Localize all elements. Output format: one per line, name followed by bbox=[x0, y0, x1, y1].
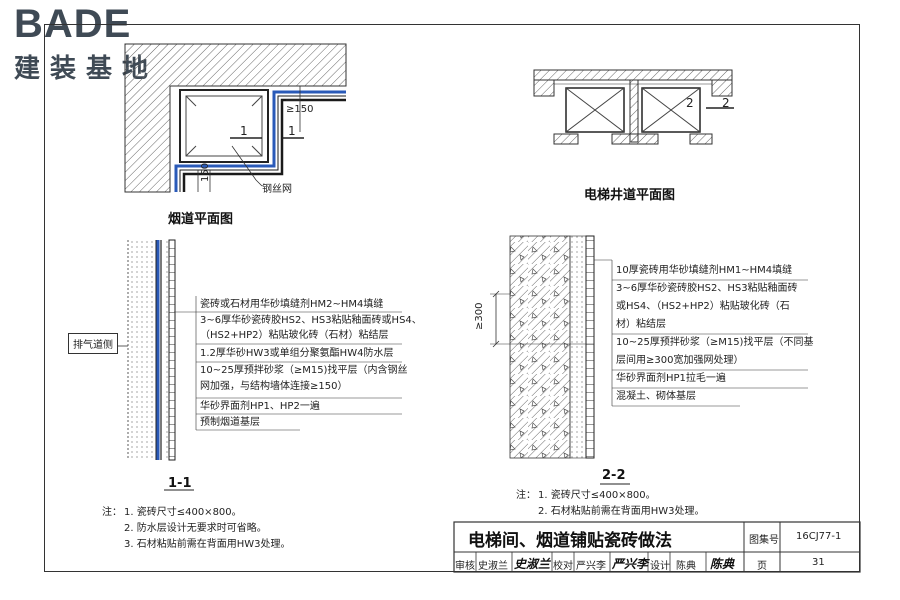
checker-name: 严兴李 bbox=[576, 561, 606, 572]
section-1-1-title: 1-1 bbox=[168, 476, 192, 491]
duct-side-label: 排气道侧 bbox=[68, 333, 118, 354]
layer-2-2-g: 华砂界面剂HP1拉毛一遍 bbox=[616, 373, 726, 384]
layer-1-1-d: 1.2厚华砂HW3或单组分聚氨酯HW4防水层 bbox=[200, 348, 394, 359]
drawing-title: 电梯间、烟道铺贴瓷砖做法 bbox=[468, 531, 672, 551]
layer-2-2-f: 层间用≥300宽加强网处理） bbox=[616, 355, 744, 366]
flue-plan-drawing bbox=[124, 43, 347, 193]
notes-left-item-2: 2. 防水层设计无要求时可省略。 bbox=[124, 523, 267, 534]
layer-1-1-a: 瓷砖或石材用华砂填缝剂HM2~HM4填缝 bbox=[200, 299, 384, 310]
design-label: 设计 bbox=[650, 561, 670, 572]
section-mark-2-right: 2 bbox=[722, 96, 730, 110]
notes-right: 注： 1. 瓷砖尺寸≤400×800。 2. 石材粘贴前需在背面用HW3处理。 bbox=[516, 488, 705, 520]
notes-right-label: 注： bbox=[516, 490, 536, 501]
layer-1-1-h: 预制烟道基层 bbox=[200, 417, 260, 428]
section-1-1-drawing bbox=[118, 239, 402, 491]
check-label: 校对 bbox=[553, 561, 573, 572]
notes-left-label: 注： bbox=[102, 507, 122, 518]
section-mark-2-left: 2 bbox=[686, 96, 694, 110]
atlas-number: 16CJ77-1 bbox=[796, 531, 842, 542]
section-mark-1-right: 1 bbox=[288, 124, 296, 138]
designer-signature: 陈典 bbox=[710, 557, 735, 571]
notes-left-item-1: 1. 瓷砖尺寸≤400×800。 bbox=[124, 507, 242, 518]
notes-right-item-1: 1. 瓷砖尺寸≤400×800。 bbox=[538, 490, 656, 501]
checker-signature: 严兴李 bbox=[612, 557, 649, 571]
shaft-plan-drawing bbox=[533, 69, 734, 145]
section-2-2-title: 2-2 bbox=[602, 468, 626, 483]
review-label: 审核 bbox=[455, 561, 475, 572]
designer-name: 陈典 bbox=[676, 561, 696, 572]
layer-2-2-c: 或HS4、（HS2+HP2）粘贴玻化砖（石 bbox=[616, 301, 790, 312]
section-2-2-dim: ≥300 bbox=[474, 302, 485, 330]
section-mark-1-left: 1 bbox=[240, 124, 248, 138]
flue-plan-title: 烟道平面图 bbox=[168, 212, 234, 227]
layer-1-1-b: 3~6厚华砂瓷砖胶HS2、HS3粘贴釉面砖或HS4、 bbox=[200, 315, 422, 326]
mesh-label: 钢丝网 bbox=[262, 184, 292, 195]
notes-left: 注： 1. 瓷砖尺寸≤400×800。 2. 防水层设计无要求时可省略。 3. … bbox=[102, 505, 291, 553]
page-number: 31 bbox=[812, 557, 825, 568]
section-2-2-drawing bbox=[490, 235, 808, 485]
layer-2-2-h: 混凝土、砌体基层 bbox=[616, 391, 696, 402]
notes-left-item-3: 3. 石材粘贴前需在背面用HW3处理。 bbox=[124, 539, 291, 550]
layer-2-2-b: 3~6厚华砂瓷砖胶HS2、HS3粘贴釉面砖 bbox=[616, 283, 798, 294]
layer-2-2-a: 10厚瓷砖用华砂填缝剂HM1~HM4填缝 bbox=[616, 265, 793, 276]
layer-1-1-g: 华砂界面剂HP1、HP2一遍 bbox=[200, 401, 320, 412]
drawing-frame bbox=[44, 24, 860, 572]
layer-2-2-e: 10~25厚预拌砂浆（≥M15)找平层（不同基 bbox=[616, 337, 814, 348]
page-label: 页 bbox=[757, 561, 767, 572]
layer-2-2-d: 材）粘结层 bbox=[616, 319, 666, 330]
reviewer-name: 史淑兰 bbox=[478, 561, 508, 572]
reviewer-signature: 史淑兰 bbox=[514, 557, 551, 571]
layer-1-1-f: 网加强，与结构墙体连接≥150） bbox=[200, 381, 348, 392]
flue-dim-150-vertical: 150 bbox=[200, 162, 211, 182]
flue-dim-150: ≥150 bbox=[286, 104, 314, 115]
layer-1-1-e: 10~25厚预拌砂浆（≥M15)找平层（内含钢丝 bbox=[200, 365, 408, 376]
title-block-grid bbox=[453, 521, 861, 573]
notes-right-item-2: 2. 石材粘贴前需在背面用HW3处理。 bbox=[538, 506, 705, 517]
atlas-label: 图集号 bbox=[749, 535, 779, 546]
layer-1-1-c: （HS2+HP2）粘贴玻化砖（石材）粘结层 bbox=[200, 330, 389, 341]
shaft-plan-title: 电梯井道平面图 bbox=[584, 188, 676, 203]
